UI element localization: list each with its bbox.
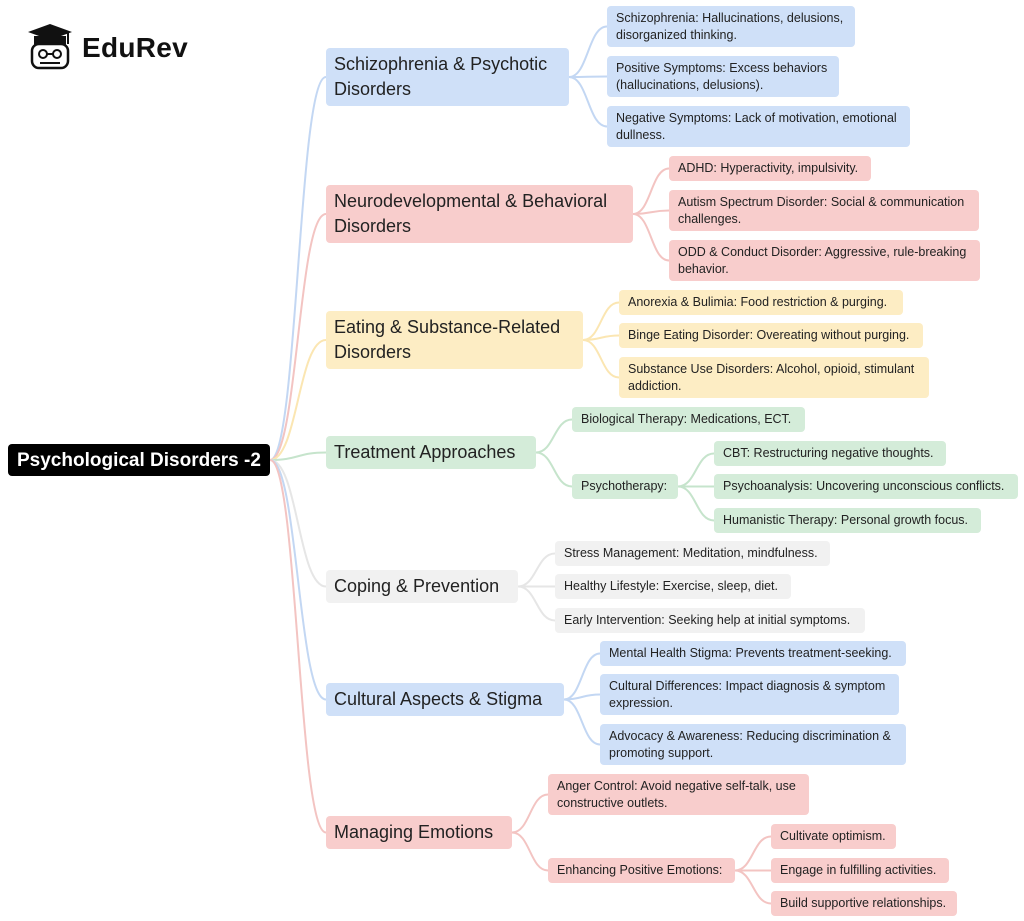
- connector-root-branch-5: [269, 459, 327, 701]
- connector-branch-1-child-0: [632, 167, 670, 215]
- leaf-anger-control: Anger Control: Avoid negative self-talk,…: [548, 774, 809, 815]
- leaf-cbt: CBT: Restructuring negative thoughts.: [714, 441, 946, 466]
- connector-branch-5-child-2: [563, 698, 601, 746]
- branch-managing-emotions: Managing Emotions: [326, 816, 512, 849]
- connector-branch-1-child-2: [632, 213, 670, 262]
- leaf-mental-health-stigma: Mental Health Stigma: Prevents treatment…: [600, 641, 906, 666]
- leaf-fulfilling-activities: Engage in fulfilling activities.: [771, 858, 949, 883]
- connector-root-branch-2: [269, 339, 327, 461]
- branch-treatment-approaches: Treatment Approaches: [326, 436, 536, 469]
- leaf-psychotherapy: Psychotherapy:: [572, 474, 678, 499]
- leaf-autism: Autism Spectrum Disorder: Social & commu…: [669, 190, 979, 231]
- edurev-logo: EduRev: [24, 22, 204, 72]
- graduate-mascot-icon: [28, 24, 72, 70]
- leaf-positive-symptoms: Positive Symptoms: Excess behaviors (hal…: [607, 56, 839, 97]
- leaf-advocacy-awareness: Advocacy & Awareness: Reducing discrimin…: [600, 724, 906, 765]
- connector-root-branch-6: [269, 459, 327, 834]
- connector-branch-0-child-2: [568, 76, 608, 128]
- leaf-early-intervention: Early Intervention: Seeking help at init…: [555, 608, 865, 633]
- connector-branch-2-child-0: [582, 301, 620, 341]
- connector-branch-6-child-1-grandchild-2: [734, 869, 772, 905]
- connector-branch-6-child-1-grandchild-0: [734, 835, 772, 872]
- connector-branch-3-child-1-grandchild-2: [677, 485, 715, 522]
- connector-branch-5-child-1: [563, 693, 601, 701]
- leaf-humanistic-therapy: Humanistic Therapy: Personal growth focu…: [714, 508, 981, 533]
- connector-branch-3-child-1: [535, 451, 573, 488]
- branch-eating-substance: Eating & Substance-Related Disorders: [326, 311, 583, 369]
- connector-branch-3-child-1-grandchild-0: [677, 452, 715, 488]
- leaf-substance-use: Substance Use Disorders: Alcohol, opioid…: [619, 357, 929, 398]
- leaf-adhd: ADHD: Hyperactivity, impulsivity.: [669, 156, 871, 181]
- connector-branch-2-child-1: [582, 334, 620, 341]
- leaf-supportive-relationships: Build supportive relationships.: [771, 891, 957, 916]
- connector-branch-0-child-1: [568, 75, 608, 78]
- connector-root-branch-1: [269, 213, 327, 461]
- branch-cultural-aspects: Cultural Aspects & Stigma: [326, 683, 564, 716]
- connector-branch-6-child-1: [511, 831, 549, 872]
- branch-schizophrenia: Schizophrenia & Psychotic Disorders: [326, 48, 569, 106]
- leaf-healthy-lifestyle: Healthy Lifestyle: Exercise, sleep, diet…: [555, 574, 791, 599]
- root-node: Psychological Disorders -2: [8, 444, 270, 476]
- connector-branch-3-child-0: [535, 418, 573, 454]
- connector-branch-4-child-2: [517, 585, 556, 622]
- connector-branch-6-child-0: [511, 793, 549, 834]
- leaf-biological-therapy: Biological Therapy: Medications, ECT.: [572, 407, 805, 432]
- connector-root-branch-4: [269, 459, 327, 588]
- leaf-stress-management: Stress Management: Meditation, mindfulne…: [555, 541, 830, 566]
- leaf-psychoanalysis: Psychoanalysis: Uncovering unconscious c…: [714, 474, 1018, 499]
- connector-branch-2-child-2: [582, 339, 620, 379]
- leaf-anorexia-bulimia: Anorexia & Bulimia: Food restriction & p…: [619, 290, 903, 315]
- connector-branch-0-child-0: [568, 25, 608, 78]
- connector-branch-1-child-1: [632, 209, 670, 215]
- brand-name: EduRev: [82, 32, 189, 63]
- connector-branch-4-child-0: [517, 552, 556, 588]
- leaf-binge-eating: Binge Eating Disorder: Overeating withou…: [619, 323, 923, 348]
- leaf-schizophrenia-definition: Schizophrenia: Hallucinations, delusions…: [607, 6, 855, 47]
- branch-coping-prevention: Coping & Prevention: [326, 570, 518, 603]
- connector-root-branch-3: [269, 451, 327, 461]
- leaf-enhancing-positive-emotions: Enhancing Positive Emotions:: [548, 858, 735, 883]
- leaf-cultural-differences: Cultural Differences: Impact diagnosis &…: [600, 674, 899, 715]
- branch-neurodevelopmental: Neurodevelopmental & Behavioral Disorder…: [326, 185, 633, 243]
- leaf-cultivate-optimism: Cultivate optimism.: [771, 824, 896, 849]
- leaf-odd-conduct: ODD & Conduct Disorder: Aggressive, rule…: [669, 240, 980, 281]
- leaf-negative-symptoms: Negative Symptoms: Lack of motivation, e…: [607, 106, 910, 147]
- connector-branch-5-child-0: [563, 652, 601, 701]
- connector-root-branch-0: [269, 76, 327, 461]
